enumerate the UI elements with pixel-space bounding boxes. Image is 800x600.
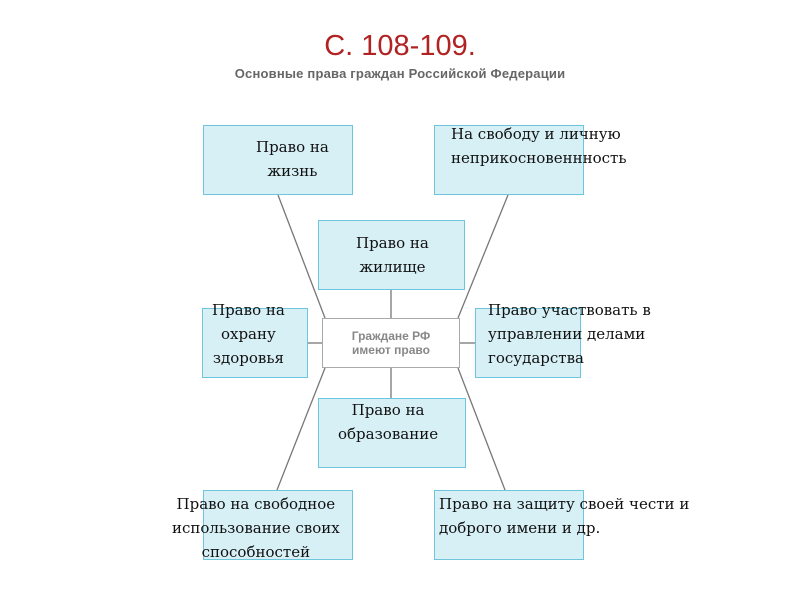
box-governance [475,308,581,378]
box-life [203,125,353,195]
label-abilities: Право на свободное использование своих с… [172,495,340,561]
label-freedom: На свободу и личную неприкосновеннность [451,125,627,167]
page-title: С. 108-109. [324,30,476,62]
connector-freedom [457,194,509,319]
label-housing: Право на жилище [356,234,429,276]
connector-honor [457,367,506,491]
box-abilities [203,490,353,560]
label-life: Право на жизнь [256,138,329,180]
center-line-2: имеют право [352,343,430,357]
box-housing [318,220,465,290]
box-honor [434,490,584,560]
label-governance: Право участвовать в управлении делами го… [488,301,651,367]
box-health [202,308,308,378]
box-freedom [434,125,584,195]
center-line-1: Граждане РФ [351,329,431,343]
center-node: Граждане РФ имеют право [322,318,460,368]
box-education [318,398,466,468]
label-health: Право на охрану здоровья [212,301,285,367]
connector-life [277,194,326,319]
diagram-subtitle: Основные права граждан Российской Федера… [234,66,566,81]
connector-abilities [276,367,326,491]
label-education: Право на образование [338,401,439,443]
label-honor: Право на защиту своей чести и доброго им… [439,495,690,537]
